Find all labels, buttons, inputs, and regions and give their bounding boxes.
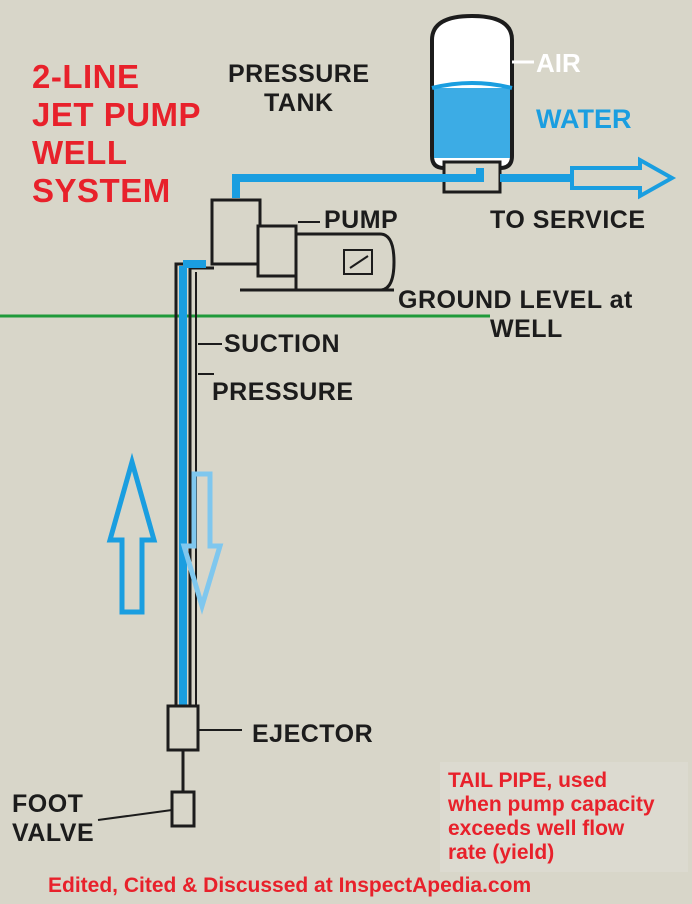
- ejector-label: EJECTOR: [252, 720, 374, 748]
- note-line-2: when pump capacity: [448, 793, 655, 816]
- up-arrow: [106, 452, 158, 615]
- note-line-1: TAIL PIPE, used: [448, 769, 608, 792]
- suction-label: SUCTION: [224, 330, 340, 358]
- down-arrow: [180, 471, 224, 615]
- diagram-title: 2-LINE JET PUMP WELL SYSTEM: [32, 58, 201, 210]
- ground-level-label-line-1: GROUND LEVEL at: [398, 286, 633, 314]
- tail-pipe-note: TAIL PIPE, used when pump capacity excee…: [448, 769, 692, 865]
- pump: [210, 198, 396, 292]
- note-background: [440, 762, 688, 872]
- credit-footer: Edited, Cited & Discussed at InspectAped…: [48, 874, 532, 897]
- ground-level-label-line-2: WELL: [490, 315, 563, 343]
- foot-valve: [170, 790, 196, 828]
- service-pipe: [232, 168, 484, 198]
- title-line-2: JET PUMP: [32, 96, 202, 133]
- note-line-3: exceeds well flow: [448, 817, 625, 840]
- pressure-tank: [430, 13, 514, 194]
- air-label: AIR: [536, 48, 581, 78]
- title-line-3: WELL: [32, 134, 128, 171]
- ejector: [166, 704, 200, 752]
- pressure-tank-label-line-2: TANK: [263, 89, 334, 117]
- foot-valve-label-line-2: VALVE: [12, 819, 95, 847]
- pump-label: PUMP: [324, 206, 399, 234]
- pressure-tank-label: PRESSURE TANK: [228, 62, 370, 116]
- title-line-4: SYSTEM: [32, 172, 171, 209]
- note-line-4: rate (yield): [448, 841, 555, 864]
- ground-level-label: GROUND LEVEL at WELL: [398, 288, 633, 342]
- pressure-label: PRESSURE: [212, 378, 354, 406]
- outflow-arrow: [570, 156, 677, 200]
- pressure-tank-label-line-1: PRESSURE: [228, 60, 370, 88]
- water-label: WATER: [536, 104, 632, 134]
- to-service-label: TO SERVICE: [490, 206, 646, 234]
- foot-valve-label-line-1: FOOT: [12, 790, 84, 818]
- title-line-1: 2-LINE: [32, 58, 140, 95]
- foot-valve-label: FOOT VALVE: [12, 792, 94, 846]
